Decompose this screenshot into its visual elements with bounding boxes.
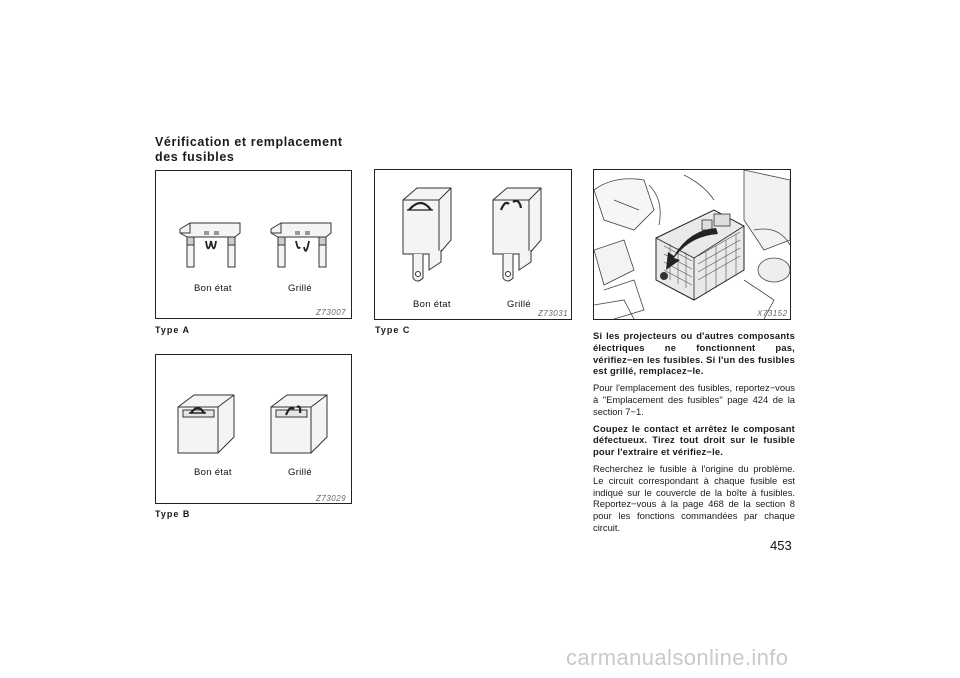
- body-text: Si les projecteurs ou d'autres composant…: [593, 330, 795, 539]
- type-c-good-label: Bon état: [413, 299, 451, 310]
- type-b-good-label: Bon état: [194, 467, 232, 478]
- paragraph-instruction-1: Si les projecteurs ou d'autres composant…: [593, 330, 795, 377]
- engine-figure-code: X73152: [757, 309, 788, 318]
- figure-type-b: Bon état Grillé Z73029: [155, 354, 352, 504]
- page-number: 453: [770, 538, 792, 553]
- fuse-type-a-illustration: [179, 222, 332, 268]
- type-b-caption: Type B: [155, 509, 191, 519]
- paragraph-reference-2: Recherchez le fusible à l'origine du pro…: [593, 462, 795, 533]
- fuse-b-blown: [270, 394, 328, 454]
- type-a-good-label: Bon état: [194, 283, 232, 294]
- type-a-figure-code: Z73007: [316, 308, 347, 317]
- fuse-a-blown: [270, 222, 332, 268]
- engine-compartment-illustration: [594, 170, 790, 319]
- fuse-a-good: [179, 222, 241, 268]
- figure-type-c: Bon état Grillé Z73031: [374, 169, 572, 320]
- figure-engine-compartment: X73152: [593, 169, 791, 320]
- paragraph-instruction-2: Coupez le contact et arrêtez le composan…: [593, 422, 795, 458]
- type-a-blown-label: Grillé: [288, 283, 312, 294]
- type-b-figure-code: Z73029: [316, 494, 347, 503]
- fuse-c-good: [402, 187, 452, 282]
- fuse-type-b-illustration: [177, 394, 328, 454]
- type-b-blown-label: Grillé: [288, 467, 312, 478]
- fuse-c-blown: [492, 187, 542, 282]
- section-heading: Vérification et remplacement des fusible…: [155, 135, 385, 165]
- fuse-type-c-illustration: [402, 187, 542, 282]
- paragraph-reference-1: Pour l'emplacement des fusibles, reporte…: [593, 382, 795, 417]
- fuse-b-good: [177, 394, 235, 454]
- heading-line-2: des fusibles: [155, 150, 235, 164]
- pointer-arrow: [666, 228, 718, 270]
- heading-line-1: Vérification et remplacement: [155, 135, 343, 149]
- figure-type-a: Bon état Grillé Z73007: [155, 170, 352, 319]
- type-c-blown-label: Grillé: [507, 299, 531, 310]
- type-c-caption: Type C: [375, 325, 411, 335]
- type-c-figure-code: Z73031: [538, 309, 569, 318]
- type-a-caption: Type A: [155, 325, 191, 335]
- watermark-text: carmanualsonline.info: [566, 645, 789, 670]
